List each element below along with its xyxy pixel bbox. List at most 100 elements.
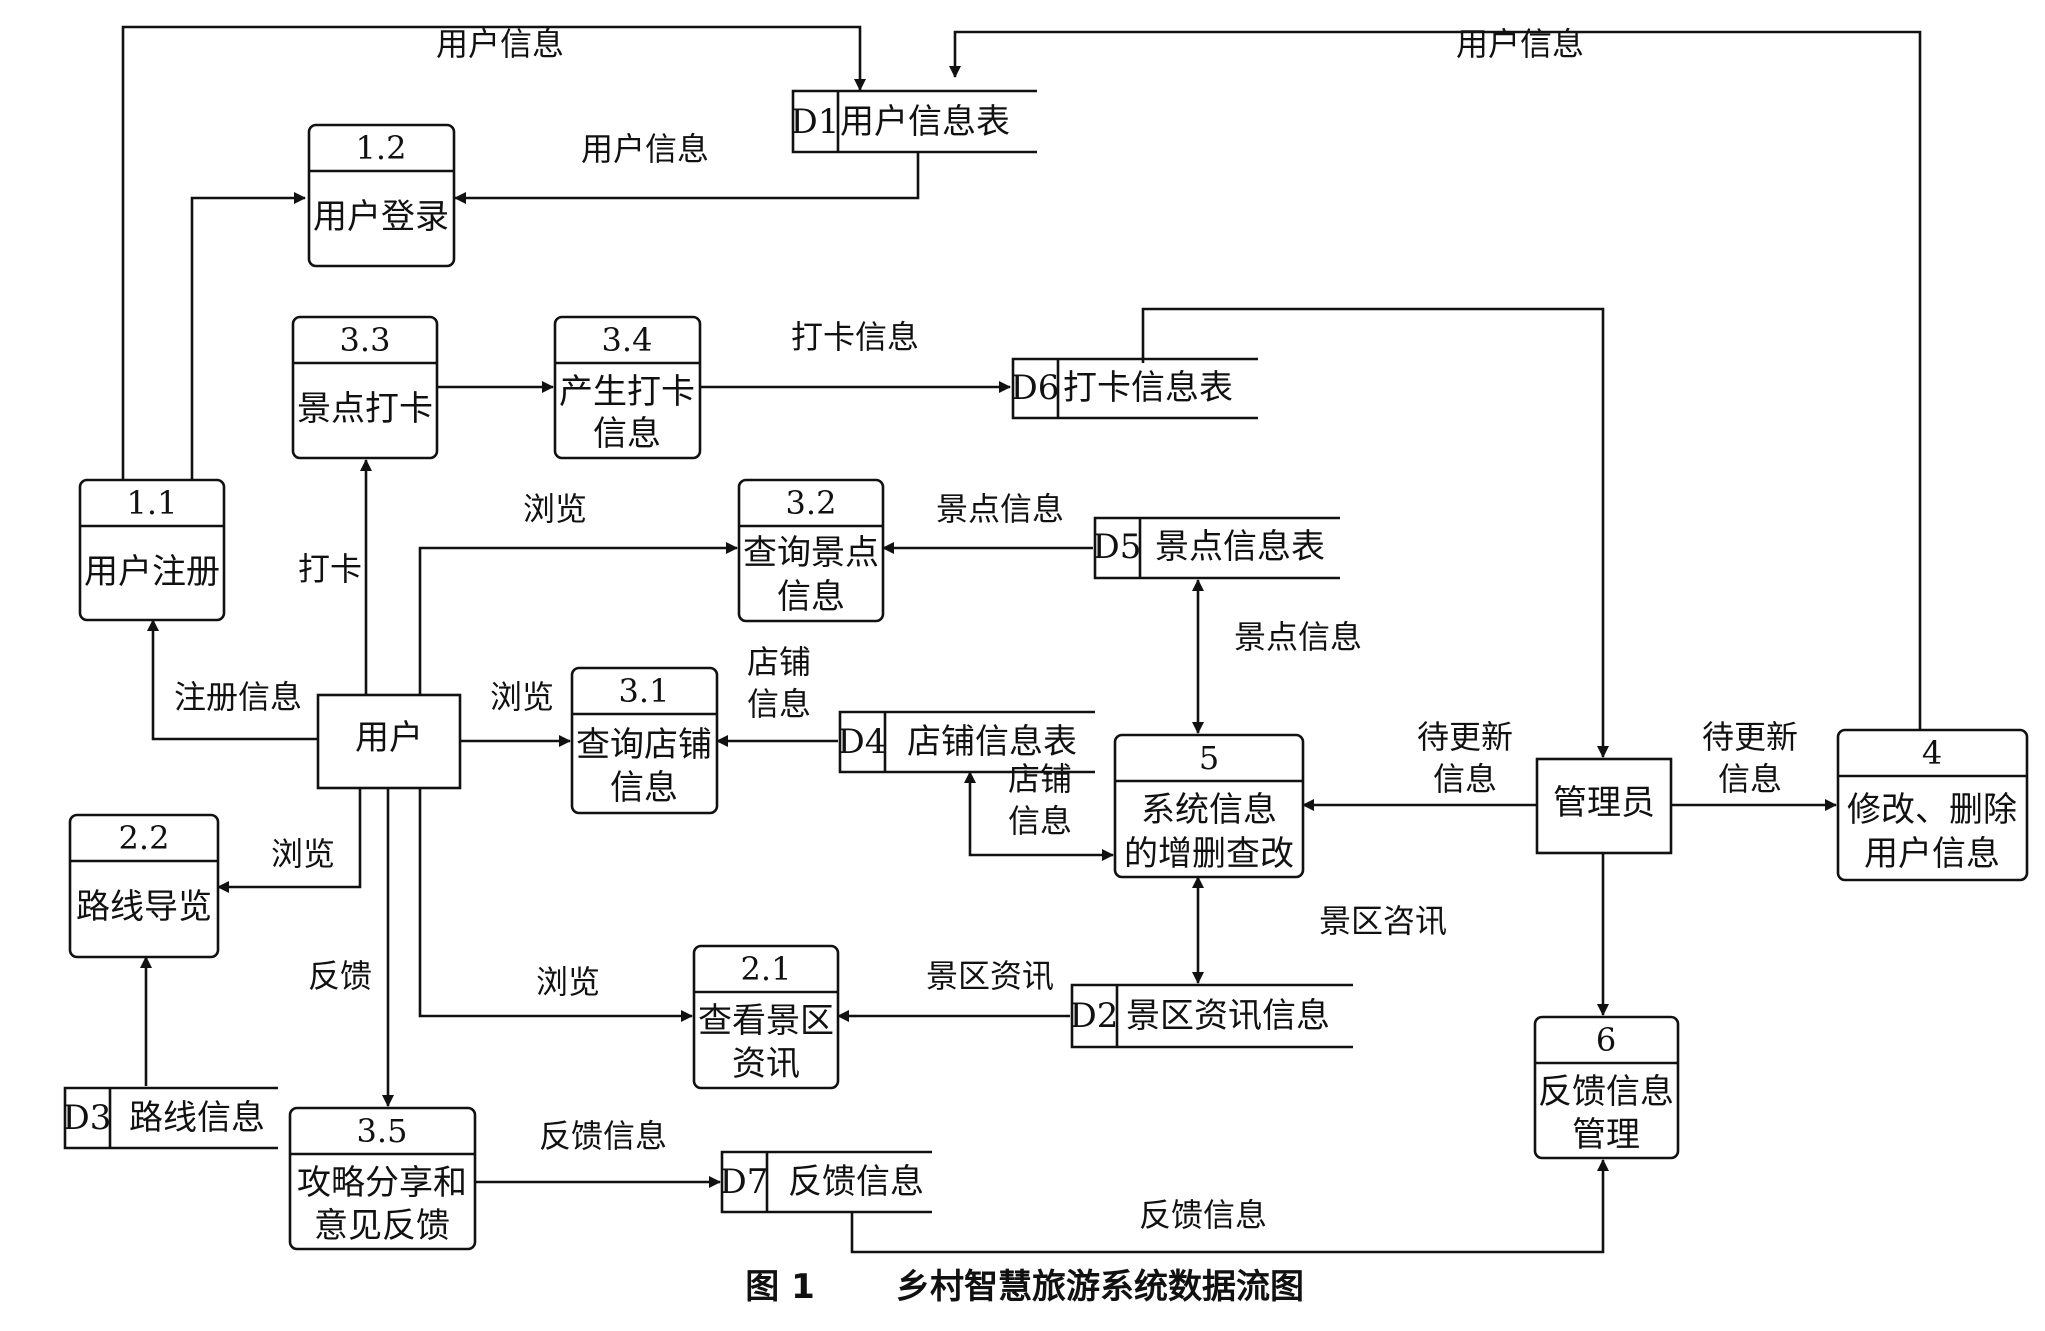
flow-d7-to-feedback-mgmt bbox=[850, 1159, 1609, 1254]
d2-label: 景区资讯信息 bbox=[1126, 996, 1330, 1036]
flow-user-to-register bbox=[147, 619, 318, 741]
process-1-1-number: 1.1 bbox=[127, 484, 178, 522]
data-store-d7: D7 反馈信息 bbox=[720, 1150, 932, 1214]
process-3-4-line1: 产生打卡 bbox=[559, 372, 695, 412]
label-spot-info-edit: 景点信息 bbox=[1234, 618, 1362, 656]
data-store-d5: D5 景点信息表 bbox=[1093, 516, 1340, 580]
figure-caption: 图 1 乡村智慧旅游系统数据流图 bbox=[745, 1267, 1304, 1307]
flow-labels: 用户信息 用户信息 用户信息 打卡信息 打卡 浏览 景点信息 景点信息 注册信息… bbox=[174, 25, 1798, 1234]
process-4: 4 修改、删除 用户信息 bbox=[1836, 728, 2029, 882]
label-scenic-consult: 景区咨讯 bbox=[1319, 902, 1447, 940]
process-3-2-number: 3.2 bbox=[786, 484, 837, 522]
label-browse-news: 浏览 bbox=[536, 963, 600, 1001]
flow-edit-user-to-d1 bbox=[949, 30, 1922, 730]
entity-user: 用户 bbox=[316, 693, 462, 790]
process-2-1-line1: 查看景区 bbox=[698, 1001, 834, 1041]
label-feedback-info-to-store: 反馈信息 bbox=[539, 1117, 667, 1155]
label-checkin: 打卡 bbox=[298, 550, 362, 588]
process-5-number: 5 bbox=[1199, 739, 1219, 777]
data-store-d2: D2 景区资讯信息 bbox=[1070, 983, 1353, 1049]
process-3-5-line1: 攻略分享和 bbox=[297, 1163, 467, 1203]
d6-id: D6 bbox=[1011, 368, 1060, 408]
flow-user-to-query-spot bbox=[418, 542, 738, 695]
process-6-line2: 管理 bbox=[1572, 1115, 1640, 1155]
d7-id: D7 bbox=[720, 1162, 769, 1202]
d6-label: 打卡信息表 bbox=[1063, 368, 1233, 408]
label-user-info-left: 用户信息 bbox=[436, 25, 564, 63]
process-3-2-line2: 信息 bbox=[777, 577, 845, 617]
flow-d4-and-sysedit bbox=[964, 771, 1114, 861]
entity-admin-label: 管理员 bbox=[1553, 783, 1655, 823]
label-checkin-info: 打卡信息 bbox=[791, 318, 919, 356]
d1-id: D1 bbox=[791, 102, 840, 142]
d5-id: D5 bbox=[1093, 527, 1142, 567]
label-browse-route: 浏览 bbox=[271, 835, 335, 873]
flow-d1-to-login bbox=[454, 152, 920, 204]
process-6: 6 反馈信息 管理 bbox=[1533, 1015, 1680, 1160]
process-6-line1: 反馈信息 bbox=[1538, 1072, 1674, 1112]
process-3-3-number: 3.3 bbox=[340, 321, 391, 359]
process-3-4: 3.4 产生打卡 信息 bbox=[553, 315, 702, 460]
process-3-3-label: 景点打卡 bbox=[297, 389, 433, 429]
label-pending-left-1: 待更新 bbox=[1417, 718, 1513, 756]
label-user-info-login: 用户信息 bbox=[581, 130, 709, 168]
data-store-d3: D3 路线信息 bbox=[63, 1086, 278, 1150]
process-1-2-number: 1.2 bbox=[356, 129, 407, 167]
label-user-info-right: 用户信息 bbox=[1456, 25, 1584, 63]
process-5: 5 系统信息 的增删查改 bbox=[1113, 733, 1305, 879]
process-2-2: 2.2 路线导览 bbox=[68, 813, 220, 959]
label-shop-info-query-1: 店铺 bbox=[747, 643, 811, 681]
flow-user-to-view-news bbox=[418, 788, 693, 1022]
process-3-5-number: 3.5 bbox=[357, 1112, 408, 1150]
process-1-1-label: 用户注册 bbox=[84, 552, 220, 592]
label-browse-spot: 浏览 bbox=[523, 490, 587, 528]
label-feedback-info-to-mgmt: 反馈信息 bbox=[1139, 1196, 1267, 1234]
label-spot-info-query: 景点信息 bbox=[936, 490, 1064, 528]
process-1-2: 1.2 用户登录 bbox=[307, 123, 456, 268]
flow-d6-to-admin bbox=[1141, 307, 1609, 758]
data-store-d1: D1 用户信息表 bbox=[791, 89, 1037, 154]
label-scenic-news: 景区资讯 bbox=[926, 957, 1054, 995]
d5-label: 景点信息表 bbox=[1155, 527, 1325, 567]
flow-register-to-login bbox=[190, 192, 306, 480]
flow-lines bbox=[121, 25, 1922, 1254]
process-3-4-number: 3.4 bbox=[602, 321, 653, 359]
process-6-number: 6 bbox=[1596, 1021, 1616, 1059]
process-3-1-line2: 信息 bbox=[610, 768, 678, 808]
process-3-2-line1: 查询景点 bbox=[743, 533, 879, 573]
d7-label: 反馈信息 bbox=[788, 1162, 924, 1202]
process-3-5-line2: 意见反馈 bbox=[314, 1206, 450, 1246]
process-2-1-number: 2.1 bbox=[741, 950, 792, 988]
process-4-line1: 修改、删除 bbox=[1847, 790, 2017, 830]
label-feedback: 反馈 bbox=[308, 957, 372, 995]
process-3-1-line1: 查询店铺 bbox=[576, 725, 712, 765]
entity-user-label: 用户 bbox=[355, 718, 423, 758]
process-4-number: 4 bbox=[1922, 734, 1942, 772]
caption-figure-number: 图 1 bbox=[745, 1267, 815, 1307]
process-2-1: 2.1 查看景区 资讯 bbox=[692, 944, 840, 1090]
d3-id: D3 bbox=[63, 1098, 112, 1138]
process-4-line2: 用户信息 bbox=[1864, 834, 2000, 874]
flow-user-to-route bbox=[217, 788, 362, 893]
data-store-d4: D4 店铺信息表 bbox=[838, 710, 1095, 774]
d2-id: D2 bbox=[1070, 996, 1119, 1036]
process-1-2-label: 用户登录 bbox=[313, 197, 449, 237]
process-5-line1: 系统信息 bbox=[1141, 790, 1277, 830]
label-browse-shop: 浏览 bbox=[490, 678, 554, 716]
label-shop-info-edit-2: 信息 bbox=[1008, 802, 1072, 840]
label-register-info: 注册信息 bbox=[174, 678, 302, 716]
caption-title: 乡村智慧旅游系统数据流图 bbox=[896, 1267, 1304, 1307]
process-2-2-number: 2.2 bbox=[119, 819, 170, 857]
flow-register-to-d1 bbox=[121, 25, 866, 480]
process-5-line2: 的增删查改 bbox=[1124, 834, 1294, 874]
process-1-1: 1.1 用户注册 bbox=[78, 478, 226, 622]
data-store-d6: D6 打卡信息表 bbox=[1011, 357, 1258, 420]
process-3-3: 3.3 景点打卡 bbox=[291, 315, 439, 460]
label-shop-info-query-2: 信息 bbox=[747, 685, 811, 723]
d3-label: 路线信息 bbox=[129, 1098, 265, 1138]
process-3-2: 3.2 查询景点 信息 bbox=[737, 478, 885, 623]
process-3-4-line2: 信息 bbox=[593, 414, 661, 454]
d1-label: 用户信息表 bbox=[840, 102, 1010, 142]
process-3-1: 3.1 查询店铺 信息 bbox=[570, 666, 719, 815]
